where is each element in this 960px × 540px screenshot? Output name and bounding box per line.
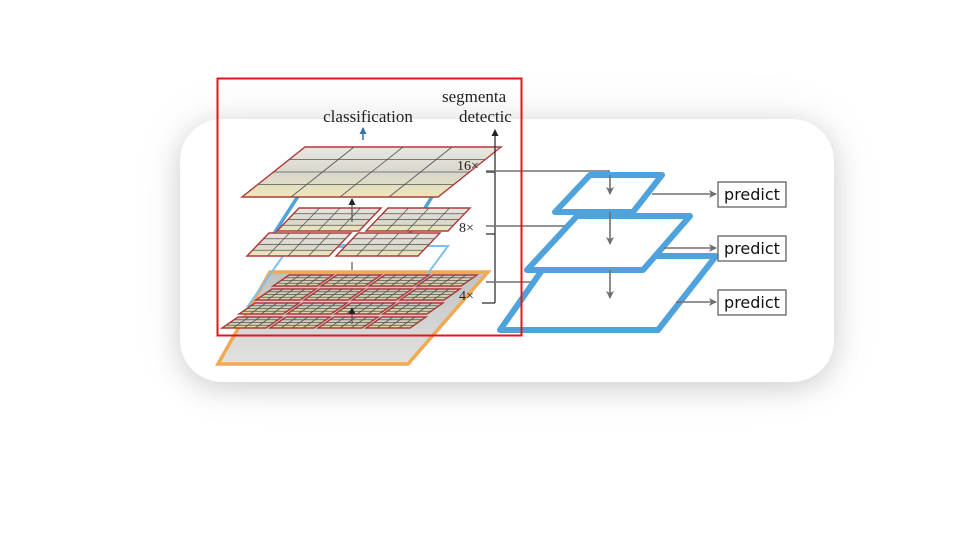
grid-line — [271, 302, 289, 315]
segmentation-label: segmenta — [442, 87, 507, 106]
grid-line — [336, 288, 354, 301]
predict-label: predict — [724, 185, 780, 204]
grid-line — [384, 288, 402, 301]
right-pyramid-diagram: predict predict predict — [497, 172, 787, 333]
grid-line — [367, 302, 385, 315]
predict-box-1: predict — [717, 181, 787, 208]
grid-line — [401, 274, 419, 287]
classification-label: classification — [323, 107, 413, 126]
scale-label-8x: 8× — [459, 221, 474, 236]
patch-grid-layer-4x — [219, 274, 480, 329]
predict-label: predict — [724, 239, 780, 258]
grid-line — [388, 146, 453, 198]
left-pyramid-diagram: classification segmenta detectic 16× 8× … — [215, 87, 512, 366]
predict-label: predict — [724, 293, 780, 312]
scale-label-16x: 16× — [457, 159, 479, 174]
predict-box-2: predict — [717, 235, 787, 262]
patch-grid-layer-16x — [239, 146, 504, 198]
grid-line — [288, 288, 306, 301]
grid-line — [415, 302, 433, 315]
grid-line — [350, 316, 368, 329]
grid-line — [432, 288, 450, 301]
grid-line — [319, 302, 337, 315]
grid-line — [308, 232, 331, 257]
detection-label: detectic — [459, 107, 512, 126]
grid-line — [449, 274, 467, 287]
scale-label-4x: 4× — [459, 289, 474, 304]
grid-line — [398, 316, 416, 329]
patch-grid-layer-8x — [245, 207, 472, 257]
grid-line — [353, 274, 371, 287]
pyramid-level-small — [552, 172, 665, 215]
grid-line — [305, 274, 323, 287]
grid-line — [427, 207, 450, 232]
grid-line — [397, 232, 420, 257]
grid-line — [338, 207, 361, 232]
grid-line — [254, 316, 272, 329]
highlight-box — [216, 77, 523, 337]
predict-box-3: predict — [717, 289, 787, 316]
grid-line — [302, 316, 320, 329]
